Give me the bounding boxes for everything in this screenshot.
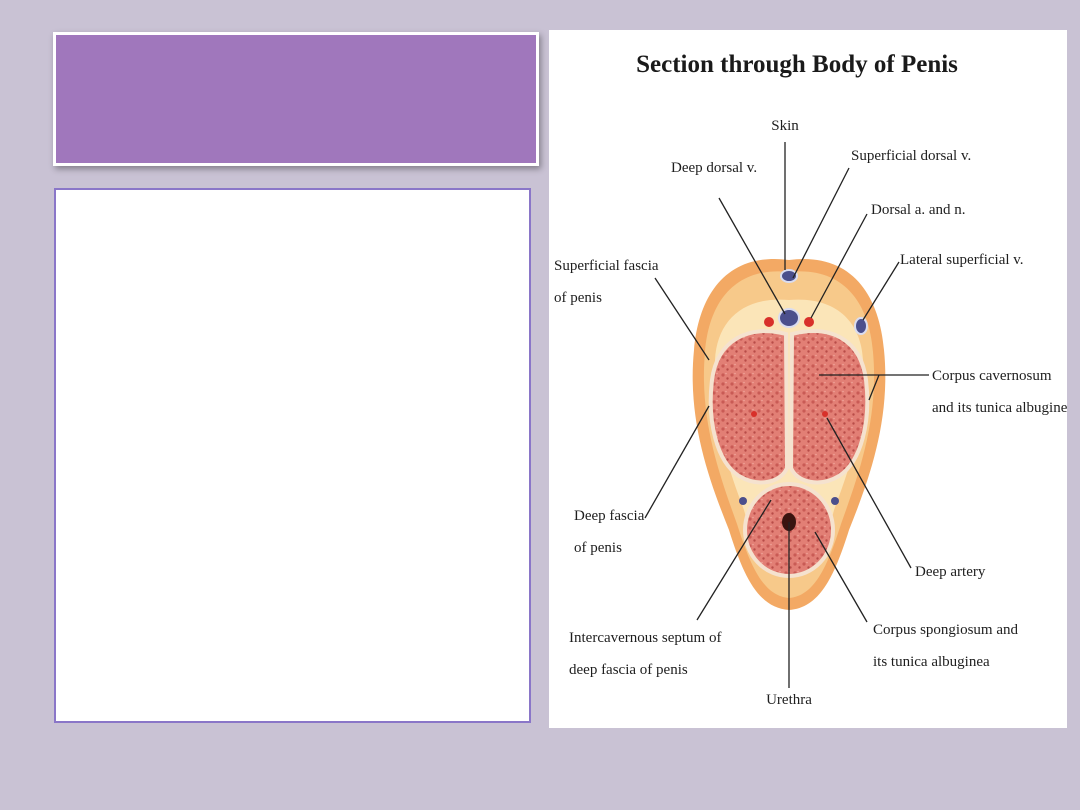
label-superficial-fascia-line1: Superficial fascia [554, 258, 659, 274]
label-corpus-cavernosum-line2: and its tunica albuginea [932, 400, 1067, 416]
anatomy-figure: Section through Body of Penis [549, 30, 1067, 728]
label-deep-fascia-line1: Deep fascia [574, 508, 645, 524]
slide-content-box [54, 188, 531, 723]
label-deep-artery: Deep artery [915, 564, 986, 580]
figure-title: Section through Body of Penis [636, 51, 958, 78]
label-urethra: Urethra [766, 692, 812, 708]
superficial-dorsal-vein [780, 269, 798, 283]
label-lateral-superficial-v: Lateral superficial v. [900, 252, 1024, 268]
penis-cross-section [692, 258, 886, 610]
label-septum-line2: deep fascia of penis [569, 662, 688, 678]
corpus-cavernosum-left [708, 329, 790, 485]
small-vein-right [831, 497, 839, 505]
label-corpus-cavernosum-line1: Corpus cavernosum [932, 368, 1052, 384]
lateral-superficial-vein [854, 317, 868, 335]
dorsal-artery-right [804, 317, 814, 327]
label-septum-line1: Intercavernous septum of [569, 630, 721, 646]
corpus-cavernosum-right [788, 329, 870, 485]
deep-artery-right [822, 411, 828, 417]
label-skin: Skin [771, 118, 799, 134]
label-corpus-spongiosum-line1: Corpus spongiosum and [873, 622, 1019, 638]
label-superficial-dorsal-v: Superficial dorsal v. [851, 148, 971, 164]
label-dorsal-a-and-n: Dorsal a. and n. [871, 202, 966, 218]
cross-section-diagram: Section through Body of Penis [554, 51, 1067, 708]
deep-dorsal-vein [778, 308, 800, 328]
deep-artery-left [751, 411, 757, 417]
leader-lines [644, 142, 929, 688]
label-corpus-spongiosum-line2: its tunica albuginea [873, 654, 990, 670]
label-deep-fascia-line2: of penis [574, 540, 622, 556]
slide-title-box [53, 32, 539, 166]
figure-labels: Skin Superficial dorsal v. Deep dorsal v… [554, 118, 1067, 708]
label-superficial-fascia-line2: of penis [554, 290, 602, 306]
label-deep-dorsal-v: Deep dorsal v. [671, 160, 757, 176]
dorsal-artery-left [764, 317, 774, 327]
small-vein-left [739, 497, 747, 505]
